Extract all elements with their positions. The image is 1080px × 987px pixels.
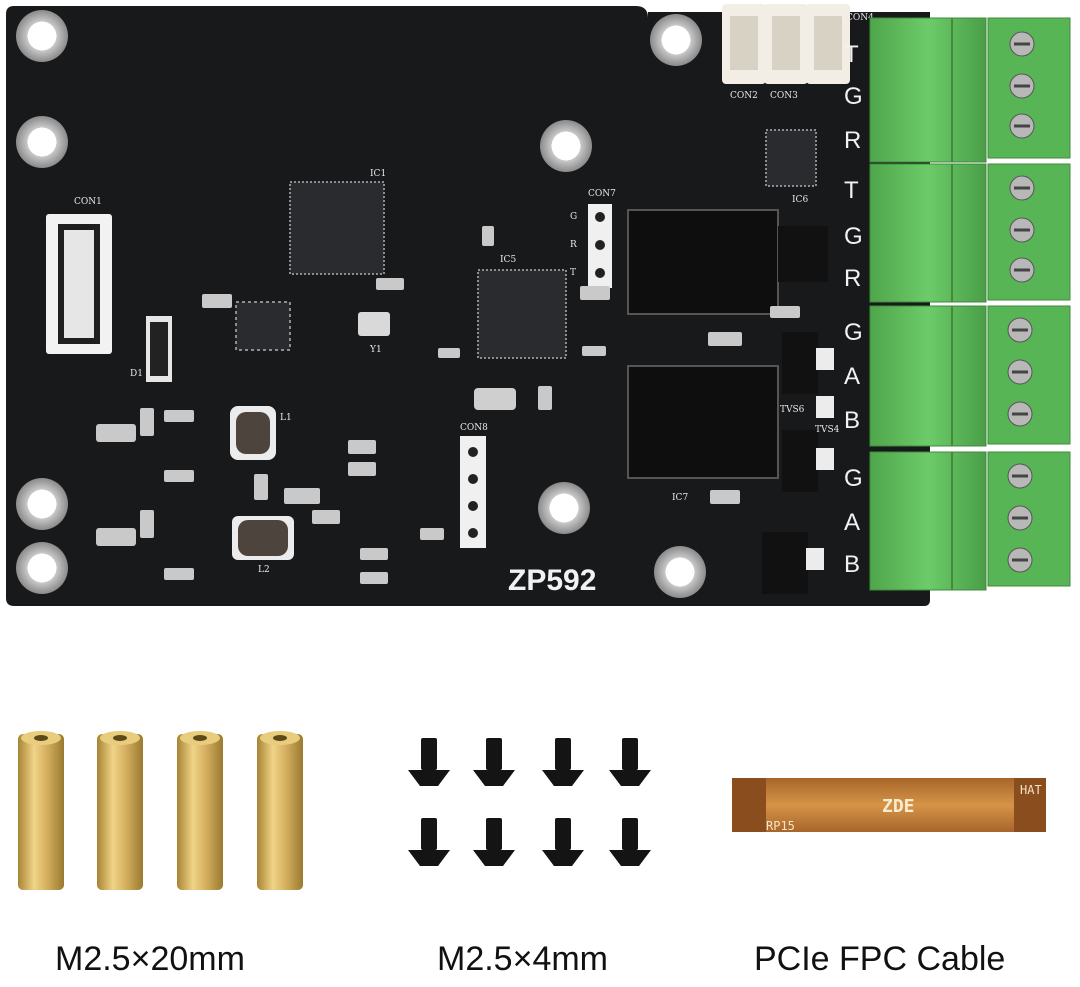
- screw-2: [473, 738, 515, 786]
- silk-con3: CON3: [770, 91, 798, 101]
- screw-5: [408, 818, 450, 866]
- cable-caption: PCIe FPC Cable: [754, 940, 1006, 978]
- silk-con2: CON2: [730, 91, 758, 101]
- silk-tvs4: TVS4: [815, 425, 840, 435]
- fpc-connector: [46, 214, 112, 354]
- tvs-lower: [762, 532, 808, 594]
- chip-8pin: [235, 301, 291, 351]
- standoff-caption: M2.5×20mm: [55, 940, 245, 978]
- screw-3: [542, 738, 584, 786]
- screw-6: [473, 818, 515, 866]
- screw-1: [408, 738, 450, 786]
- cable-print-hat: HAT: [1020, 783, 1042, 797]
- pin-letter-4: T: [844, 177, 859, 204]
- mounting-hole-bottom-right: [654, 546, 706, 598]
- silk-con7: CON7: [588, 189, 616, 199]
- silk-ic1: IC1: [370, 169, 386, 179]
- jst-connector-con2: [722, 4, 766, 84]
- pin-letter-11: A: [844, 509, 860, 536]
- black-screws: [408, 738, 651, 866]
- silk-ic7: IC7: [672, 493, 688, 503]
- mounting-hole-bottom-left-a: [16, 478, 68, 530]
- terminal-block-4: [869, 451, 1071, 591]
- silk-y1: Y1: [369, 345, 382, 355]
- silk-header-g: G: [570, 212, 577, 222]
- pin-letter-7: G: [844, 319, 863, 346]
- screw-caption: M2.5×4mm: [437, 940, 608, 978]
- jst-connector-con3: [764, 4, 808, 84]
- chip-ic1: [289, 181, 385, 275]
- brass-standoffs: [18, 731, 303, 890]
- smd-components: [96, 226, 800, 584]
- cable-print-zde: ZDE: [882, 796, 915, 817]
- silk-l1: L1: [280, 413, 292, 423]
- board-model-label: ZP592: [508, 564, 596, 597]
- silk-con8: CON8: [460, 423, 488, 433]
- isolation-module-lower: [627, 365, 779, 479]
- silk-tvs6: TVS6: [780, 405, 805, 415]
- screw-8: [609, 818, 651, 866]
- silk-header-r: R: [570, 240, 577, 250]
- silk-con1: CON1: [74, 197, 102, 207]
- terminal-block-2: [869, 163, 1071, 303]
- crystal-small: [474, 388, 516, 410]
- isolation-module-upper: [627, 209, 779, 315]
- pin-header-con8: [460, 436, 486, 548]
- silkscreen-labels: CON1 CON2 CON3 CON4 CON7 CON8 IC1 IC5 IC…: [74, 13, 874, 575]
- standoff-1: [18, 731, 64, 890]
- screw-7: [542, 818, 584, 866]
- fpc-cable: RP15 ZDE HAT: [732, 778, 1046, 833]
- mounting-hole-top-right: [650, 14, 702, 66]
- pin-letter-1: T: [844, 41, 859, 68]
- silk-con4: CON4: [846, 13, 874, 23]
- pin-header-con7: [588, 204, 612, 288]
- mounting-hole-left-mid: [16, 116, 68, 168]
- pin-letter-2: G: [844, 83, 863, 110]
- pin-letter-9: B: [844, 407, 860, 434]
- silk-ic6: IC6: [792, 195, 808, 205]
- chip-ic6: [765, 129, 817, 187]
- standoff-2: [97, 731, 143, 890]
- crystal-y1: [358, 312, 390, 336]
- terminal-block-3: [869, 305, 1071, 447]
- pcb-board: CON1 CON2 CON3 CON4 CON7 CON8 IC1 IC5 IC…: [6, 4, 930, 606]
- mounting-hole-top-center: [540, 120, 592, 172]
- jst-connector-con4: [806, 4, 850, 84]
- pin-letter-5: G: [844, 223, 863, 250]
- pin-letter-3: R: [844, 127, 861, 154]
- silk-ic5: IC5: [500, 255, 516, 265]
- mounting-hole-top-left: [16, 10, 68, 62]
- mounting-hole-bottom-left-b: [16, 542, 68, 594]
- screw-4: [609, 738, 651, 786]
- silk-l2: L2: [258, 565, 270, 575]
- pin-letter-8: A: [844, 363, 860, 390]
- standoff-3: [177, 731, 223, 890]
- terminal-pin-letters: T G R T G R G A B G A B: [844, 41, 863, 578]
- pin-letter-12: B: [844, 551, 860, 578]
- cable-print-rp15: RP15: [766, 819, 795, 833]
- mounting-hole-bottom-center: [538, 482, 590, 534]
- tvs-upper: [778, 226, 828, 282]
- terminal-block-1: [869, 17, 1071, 163]
- silk-d1: D1: [130, 369, 143, 379]
- standoff-4: [257, 731, 303, 890]
- silk-header-t: T: [570, 268, 576, 278]
- pin-letter-10: G: [844, 465, 863, 492]
- chip-ic5: [477, 269, 567, 359]
- pin-letter-6: R: [844, 265, 861, 292]
